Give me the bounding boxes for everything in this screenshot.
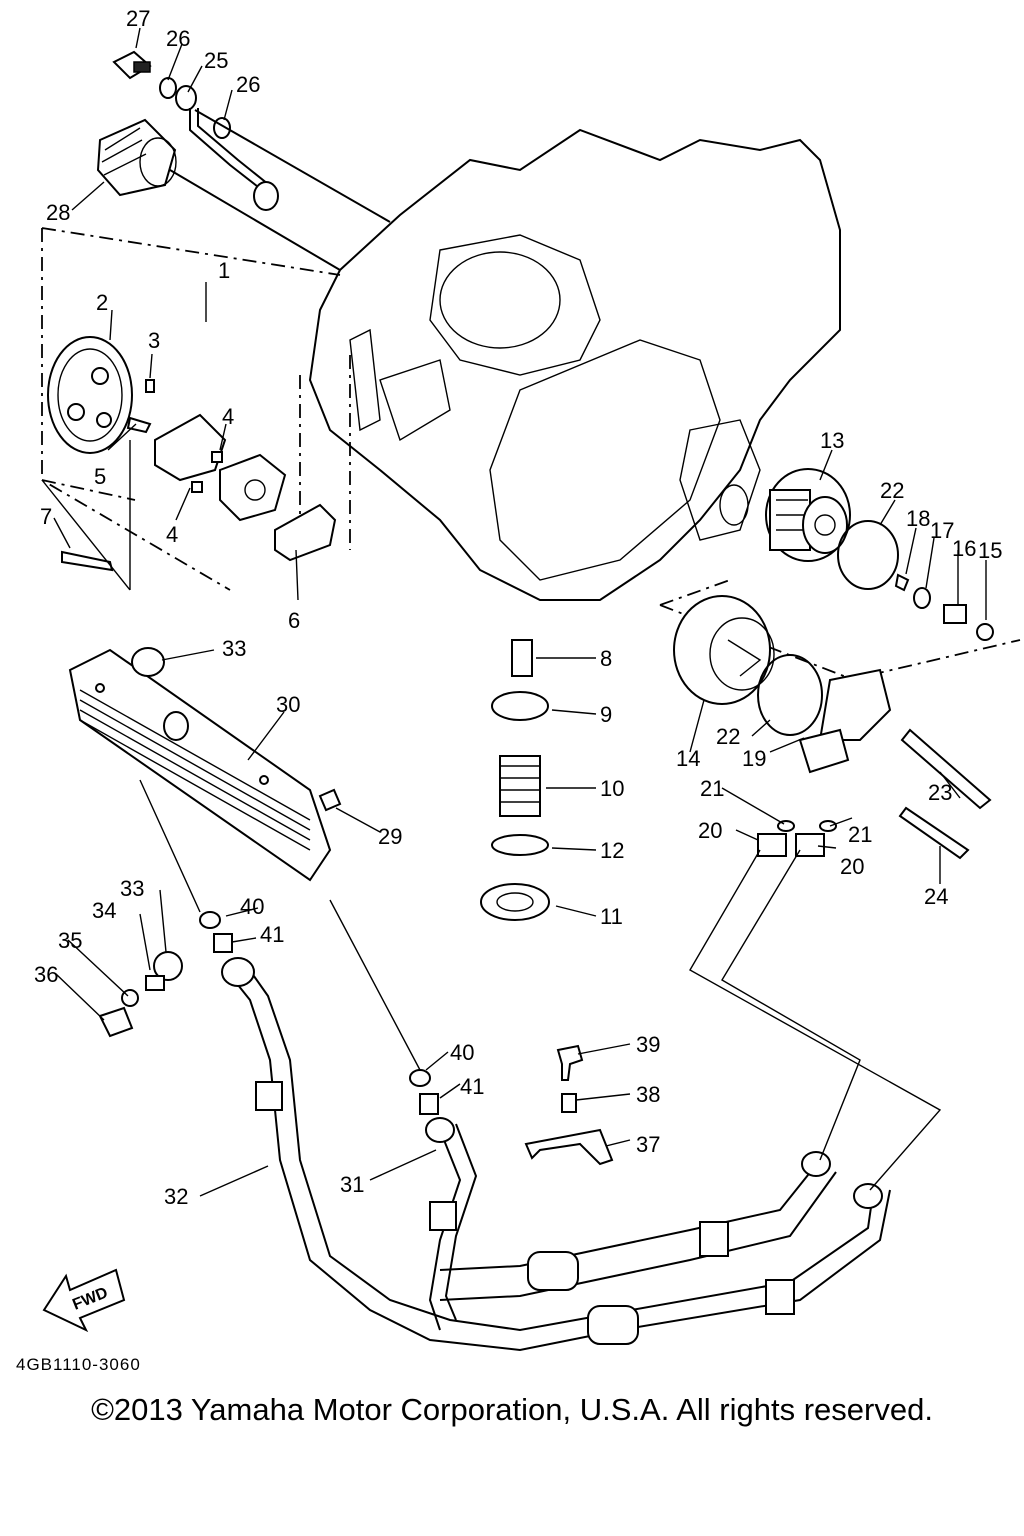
oil-pump-group bbox=[41, 336, 337, 591]
callout-20: 20 bbox=[840, 854, 864, 879]
callout-1: 1 bbox=[218, 258, 230, 283]
callout-21: 21 bbox=[848, 822, 872, 847]
callout-33: 33 bbox=[222, 636, 246, 661]
callout-labels: 1234456789101112131415161718192020212122… bbox=[34, 6, 1002, 1209]
callout-33: 33 bbox=[120, 876, 144, 901]
callout-24: 24 bbox=[924, 884, 948, 909]
callout-22: 22 bbox=[880, 478, 904, 503]
callout-16: 16 bbox=[952, 536, 976, 561]
callout-41: 41 bbox=[460, 1074, 484, 1099]
callout-26: 26 bbox=[166, 26, 190, 51]
hose-clamp-group bbox=[524, 1044, 614, 1166]
callout-39: 39 bbox=[636, 1032, 660, 1057]
callout-31: 31 bbox=[340, 1172, 364, 1197]
callout-14: 14 bbox=[676, 746, 700, 771]
callout-17: 17 bbox=[930, 518, 954, 543]
callout-11: 11 bbox=[600, 904, 623, 929]
drawing-code: 4GB1110-3060 bbox=[16, 1355, 141, 1374]
callout-8: 8 bbox=[600, 646, 612, 671]
cooler-mount-group bbox=[98, 911, 439, 1115]
callout-4: 4 bbox=[166, 522, 178, 547]
exploded-parts-diagram: FWD 4GB1110-3060 12344567891011121314151… bbox=[16, 6, 1021, 1374]
callout-32: 32 bbox=[164, 1184, 188, 1209]
callout-18: 18 bbox=[906, 506, 930, 531]
relief-valve-group bbox=[480, 639, 550, 921]
oil-delivery-pipe-group bbox=[96, 50, 391, 271]
callout-13: 13 bbox=[820, 428, 844, 453]
callout-25: 25 bbox=[204, 48, 228, 73]
callout-40: 40 bbox=[240, 894, 264, 919]
callout-41: 41 bbox=[260, 922, 284, 947]
oil-hose-group bbox=[221, 849, 942, 1352]
callout-28: 28 bbox=[46, 200, 70, 225]
callout-36: 36 bbox=[34, 962, 58, 987]
callout-20: 20 bbox=[698, 818, 722, 843]
callout-37: 37 bbox=[636, 1132, 660, 1157]
callout-23: 23 bbox=[928, 780, 952, 805]
callout-4: 4 bbox=[222, 404, 234, 429]
callout-40: 40 bbox=[450, 1040, 474, 1065]
callout-21: 21 bbox=[700, 776, 724, 801]
copyright-notice: ©2013 Yamaha Motor Corporation, U.S.A. A… bbox=[91, 1392, 933, 1427]
oil-cooler-group bbox=[68, 647, 421, 1071]
callout-6: 6 bbox=[288, 608, 300, 633]
forward-direction-arrow: FWD bbox=[42, 1268, 126, 1333]
callout-27: 27 bbox=[126, 6, 150, 31]
callout-9: 9 bbox=[600, 702, 612, 727]
callout-35: 35 bbox=[58, 928, 82, 953]
callout-30: 30 bbox=[276, 692, 300, 717]
crankcase-cover bbox=[308, 128, 841, 601]
callout-34: 34 bbox=[92, 898, 116, 923]
callout-5: 5 bbox=[94, 464, 106, 489]
callout-12: 12 bbox=[600, 838, 624, 863]
callout-3: 3 bbox=[148, 328, 160, 353]
callout-29: 29 bbox=[378, 824, 402, 849]
callout-19: 19 bbox=[742, 746, 766, 771]
callout-26: 26 bbox=[236, 72, 260, 97]
callout-15: 15 bbox=[978, 538, 1002, 563]
callout-10: 10 bbox=[600, 776, 624, 801]
callout-2: 2 bbox=[96, 290, 108, 315]
callout-38: 38 bbox=[636, 1082, 660, 1107]
leader-lines bbox=[53, 27, 987, 1197]
callout-7: 7 bbox=[40, 504, 52, 529]
callout-22: 22 bbox=[716, 724, 740, 749]
oil-filter-group bbox=[659, 468, 1021, 860]
